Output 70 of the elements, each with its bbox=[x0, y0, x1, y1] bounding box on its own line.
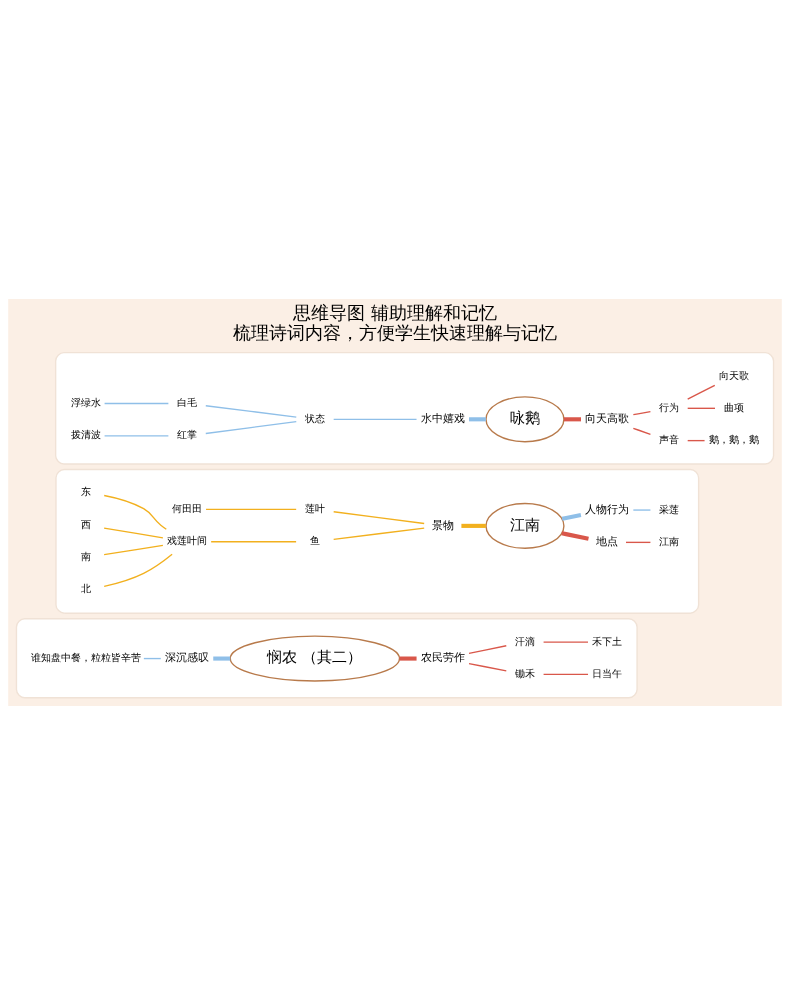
caption: 梳理诗词内容，方便学生快速理解与记忆 bbox=[233, 321, 557, 343]
node-text: 鱼 bbox=[309, 534, 320, 546]
connector bbox=[632, 508, 652, 511]
connector bbox=[103, 544, 164, 555]
connector bbox=[561, 512, 582, 521]
connector bbox=[632, 410, 652, 415]
node-text: 东 bbox=[80, 485, 91, 497]
node-text: 何田田 bbox=[171, 502, 202, 514]
node-text: 景物 bbox=[431, 517, 454, 530]
connector bbox=[103, 494, 167, 530]
node-text: 戏莲叶间 bbox=[166, 534, 207, 546]
connector bbox=[561, 530, 589, 541]
cluster bbox=[55, 468, 700, 614]
node-text: 鹅，鹅，鹅 bbox=[708, 433, 759, 445]
connector bbox=[333, 510, 425, 524]
node-text: 采莲 bbox=[659, 503, 680, 515]
connector bbox=[103, 402, 170, 404]
node-text: 日当午 bbox=[592, 667, 623, 679]
node-ellipse: 江南 bbox=[485, 502, 565, 549]
node-text: 曲项 bbox=[723, 401, 744, 413]
node-text: 状态 bbox=[304, 412, 325, 424]
connector bbox=[687, 384, 716, 400]
connector bbox=[625, 541, 652, 543]
node-text: 深沉感叹 bbox=[164, 650, 209, 663]
connector bbox=[205, 420, 297, 434]
node-text: 水中嬉戏 bbox=[420, 411, 465, 424]
node-text: 红掌 bbox=[176, 428, 197, 440]
connector bbox=[210, 540, 297, 542]
connector bbox=[468, 662, 507, 672]
node-text: 莲叶 bbox=[304, 502, 325, 514]
connector bbox=[333, 526, 425, 540]
connector bbox=[213, 656, 231, 661]
node-text: 南 bbox=[80, 550, 91, 562]
node-text: 江南 bbox=[659, 535, 680, 547]
node-text: 拨清波 bbox=[70, 428, 101, 440]
node-text: 人物行为 bbox=[585, 502, 630, 515]
connector bbox=[461, 523, 486, 528]
node-text: 地点 bbox=[596, 534, 619, 547]
node-text: 向天歌 bbox=[718, 369, 749, 381]
node-ellipse: 咏鹅 bbox=[485, 395, 565, 442]
connector bbox=[542, 673, 589, 675]
connector bbox=[205, 404, 297, 418]
node-text: 西 bbox=[80, 518, 91, 530]
connector bbox=[469, 416, 486, 421]
node-text: 声音 bbox=[659, 433, 680, 445]
connector bbox=[468, 644, 507, 654]
connector bbox=[687, 407, 716, 409]
node-text: 浮绿水 bbox=[70, 396, 101, 408]
node-text: 禾下土 bbox=[592, 635, 623, 647]
connector bbox=[399, 656, 417, 661]
node-text: 锄禾 bbox=[514, 667, 535, 679]
node-text: 向天高歌 bbox=[585, 411, 630, 424]
connector bbox=[542, 640, 589, 643]
node-text: 白毛 bbox=[176, 396, 197, 408]
node-text: 农民劳作 bbox=[420, 650, 465, 663]
cluster bbox=[54, 351, 775, 465]
cluster bbox=[15, 617, 638, 698]
node-text: 行为 bbox=[659, 401, 680, 413]
connector bbox=[205, 508, 297, 510]
connector bbox=[103, 526, 164, 539]
connector bbox=[333, 418, 418, 420]
connector bbox=[103, 553, 173, 587]
node-text: 汗滴 bbox=[514, 635, 535, 647]
connector bbox=[632, 427, 652, 435]
node-text: 北 bbox=[80, 582, 91, 594]
diagram-title: 思维导图 辅助理解和记忆 bbox=[293, 301, 497, 323]
connector bbox=[563, 416, 581, 421]
node-text: 谁知盘中餐，粒粒皆辛苦 bbox=[30, 651, 141, 663]
connector bbox=[103, 434, 170, 436]
node-ellipse: 悯农 （其二） bbox=[229, 635, 401, 682]
